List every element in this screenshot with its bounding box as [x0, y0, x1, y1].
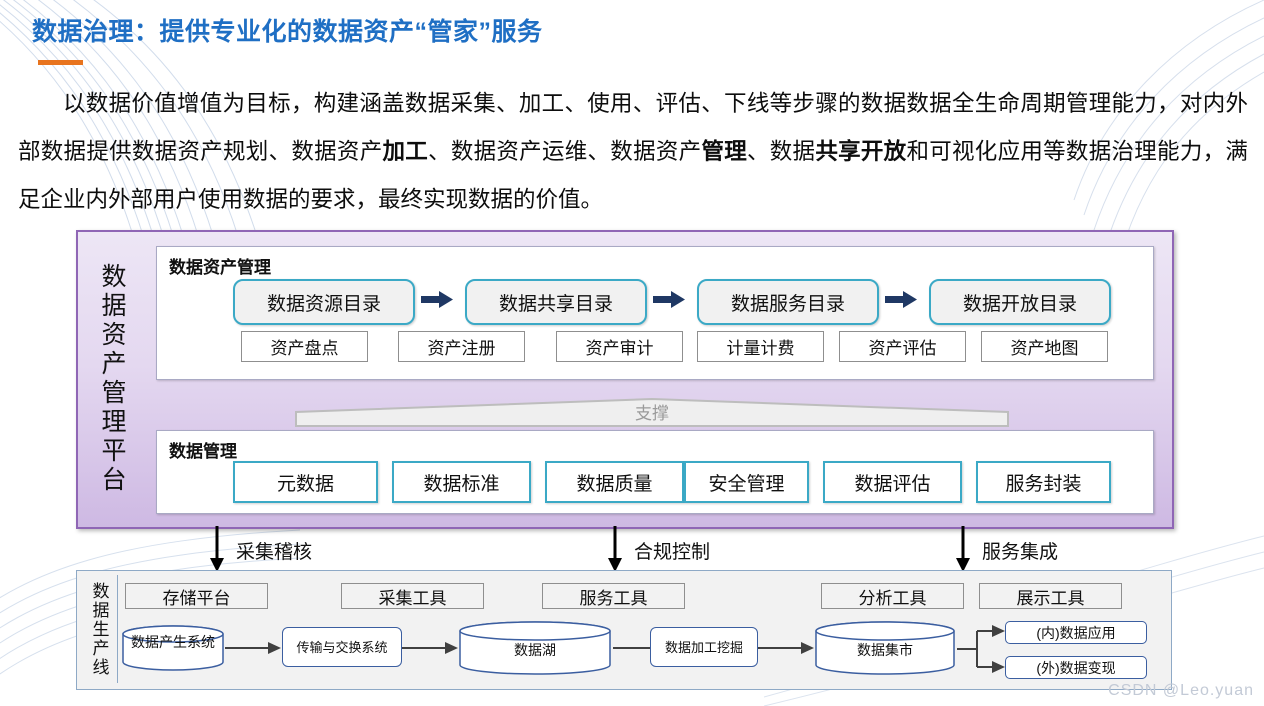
flow-connector-4: [758, 642, 814, 654]
flow-arrow-icon-2: [653, 291, 685, 308]
output-internal-data-application[interactable]: (内)数据应用: [1005, 621, 1147, 644]
asset-subitem-registration[interactable]: 资产注册: [398, 331, 525, 362]
output-external-data-monetization[interactable]: (外)数据变现: [1005, 656, 1147, 679]
asset-subitem-evaluation[interactable]: 资产评估: [839, 331, 966, 362]
tool-analysis-tool[interactable]: 分析工具: [821, 583, 964, 609]
page-title: 数据治理：提供专业化的数据资产“管家”服务: [32, 18, 543, 46]
mgmt-item-service-package[interactable]: 服务封装: [976, 461, 1111, 503]
tool-collection-tool[interactable]: 采集工具: [341, 583, 484, 609]
tool-service-tool[interactable]: 服务工具: [542, 583, 685, 609]
connector-label-compliance-control: 合规控制: [634, 542, 711, 563]
data-management-item-row: 元数据 数据标准 数据质量 安全管理 数据评估 服务封装: [157, 461, 1153, 505]
paragraph-bold-3: 共享开放: [815, 139, 907, 164]
asset-subitem-row: 资产盘点 资产注册 资产审计 计量计费 资产评估 资产地图: [157, 331, 1153, 363]
paragraph-bold-1: 加工: [382, 139, 429, 164]
paragraph-bold-2: 管理: [701, 139, 747, 164]
connector-label-service-integration: 服务集成: [982, 542, 1059, 563]
catalog-pill-data-service[interactable]: 数据服务目录: [697, 279, 879, 325]
asset-subitem-map[interactable]: 资产地图: [981, 331, 1108, 362]
title-underline-rule: [38, 60, 83, 65]
asset-management-section: 数据资产管理 数据资源目录 数据共享目录 数据服务目录 数据开放目录 资产盘点 …: [156, 246, 1154, 380]
catalog-pill-data-open[interactable]: 数据开放目录: [929, 279, 1111, 325]
connector-arrow-icon-3: [956, 526, 970, 572]
data-asset-management-platform-panel: 数据资产管理平台 数据资产管理 数据资源目录 数据共享目录 数据服务目录 数据开…: [76, 230, 1174, 529]
platform-vertical-label: 数据资产管理平台: [98, 262, 126, 495]
support-label: 支撑: [635, 403, 669, 423]
asset-management-title: 数据资产管理: [169, 258, 271, 277]
catalog-pill-row: 数据资源目录 数据共享目录 数据服务目录 数据开放目录: [157, 279, 1153, 325]
connector-arrow-icon-1: [210, 526, 224, 572]
node-transfer-exchange-system[interactable]: 传输与交换系统: [282, 627, 402, 667]
asset-subitem-audit[interactable]: 资产审计: [556, 331, 683, 362]
mgmt-item-data-quality[interactable]: 数据质量: [545, 461, 684, 503]
asset-subitem-inventory[interactable]: 资产盘点: [241, 331, 368, 362]
node-label-data-generation: 数据产生系统: [131, 634, 215, 650]
node-shape-data-lake-cylinder: [459, 621, 611, 675]
data-management-title: 数据管理: [169, 442, 237, 461]
description-paragraph: 以数据价值增值为目标，构建涵盖数据采集、加工、使用、评估、下线等步骤的数据数据全…: [18, 80, 1248, 224]
support-chevron-shape: [295, 398, 1009, 427]
node-data-processing-mining[interactable]: 数据加工挖掘: [650, 627, 758, 667]
data-production-line-panel: 数据生产线 存储平台 采集工具 服务工具 分析工具 展示工具 数据产生系统 传输…: [76, 570, 1172, 690]
flow-connector-2: [402, 642, 458, 654]
watermark: CSDN @Leo.yuan: [1108, 682, 1254, 699]
tool-display-tool[interactable]: 展示工具: [979, 583, 1122, 609]
asset-subitem-metering[interactable]: 计量计费: [697, 331, 824, 362]
node-label-data-mart: 数据集市: [857, 642, 913, 658]
data-management-section: 数据管理 元数据 数据标准 数据质量 安全管理 数据评估 服务封装: [156, 430, 1154, 514]
node-label-data-lake: 数据湖: [514, 642, 556, 658]
catalog-pill-data-sharing[interactable]: 数据共享目录: [465, 279, 647, 325]
catalog-pill-data-resource[interactable]: 数据资源目录: [233, 279, 415, 325]
flow-arrow-icon-1: [421, 291, 453, 308]
tool-storage-platform[interactable]: 存储平台: [125, 583, 268, 609]
connector-arrow-icon-2: [608, 526, 622, 572]
mgmt-item-data-evaluation[interactable]: 数据评估: [823, 461, 962, 503]
production-line-vertical-label: 数据生产线: [81, 575, 118, 683]
flow-connector-branch: [957, 625, 1005, 673]
mgmt-item-security[interactable]: 安全管理: [684, 461, 809, 503]
paragraph-segment-2: 、数据资产运维、数据资产: [428, 139, 702, 164]
connector-label-collection-audit: 采集稽核: [236, 542, 313, 563]
paragraph-segment-3: 、数据: [747, 139, 816, 164]
flow-arrow-icon-3: [885, 291, 917, 308]
mgmt-item-data-standard[interactable]: 数据标准: [392, 461, 531, 503]
mgmt-item-metadata[interactable]: 元数据: [233, 461, 378, 503]
flow-connector-1: [225, 642, 281, 654]
